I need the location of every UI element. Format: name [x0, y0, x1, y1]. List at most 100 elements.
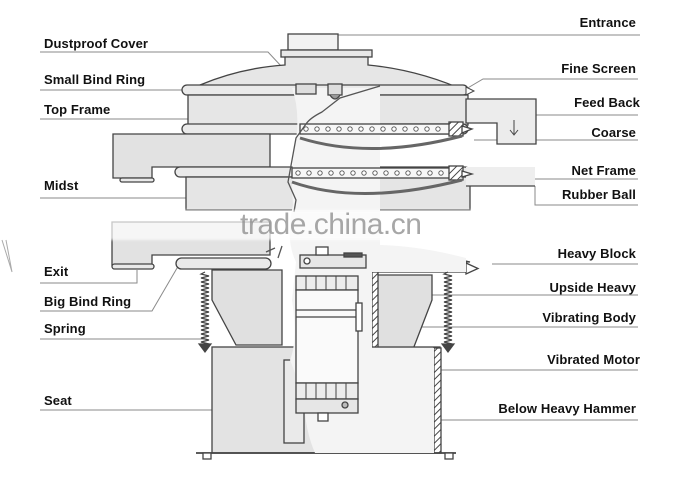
screen-hole: [394, 170, 400, 176]
label-coarse: Coarse: [591, 125, 636, 140]
seat-wall-right: [433, 347, 442, 454]
screen-hole: [427, 170, 433, 176]
screens: [265, 83, 475, 259]
screen-hole: [424, 126, 430, 132]
small-bind-ring-bolt: [295, 83, 317, 95]
screen-hole: [347, 126, 353, 132]
coarse-arrow: [461, 125, 474, 134]
label-net-frame: Net Frame: [571, 163, 636, 178]
heavy-block-arrow: [465, 261, 480, 276]
spring-coil: [199, 271, 210, 345]
label-vibrated-motor: Vibrated Motor: [547, 352, 640, 367]
motor-handle: [355, 302, 363, 332]
small-bind-ring-nut: [327, 83, 343, 96]
label-small-bind-ring: Small Bind Ring: [44, 72, 146, 87]
screen-hole: [314, 126, 320, 132]
leader-big-bind-ring: [40, 262, 181, 312]
edge-mark: [1, 239, 13, 273]
screen-hole: [317, 170, 323, 176]
screen-hole: [361, 170, 367, 176]
label-midst: Midst: [44, 178, 79, 193]
screen-hole: [350, 170, 356, 176]
screen-hole: [303, 126, 309, 132]
screen-hole: [372, 170, 378, 176]
net-frame-clamp: [448, 165, 464, 181]
label-top-frame: Top Frame: [44, 102, 111, 117]
screen-hole: [336, 126, 342, 132]
screen-hole: [416, 170, 422, 176]
big-bind-ring: [175, 257, 272, 270]
exit-outlet-lip: [111, 263, 155, 270]
motor-top-bearing: [295, 275, 359, 291]
feed-back-arrow-icon: [509, 120, 519, 136]
screen-hole: [358, 126, 364, 132]
seat-foot-left: [202, 452, 212, 460]
leader-entrance: [324, 34, 640, 50]
vibrating-body-cone: [211, 269, 283, 346]
screen-hole: [339, 170, 345, 176]
screen-hole: [328, 170, 334, 176]
springs: [197, 271, 456, 353]
screen-hole: [325, 126, 331, 132]
screen-hole: [402, 126, 408, 132]
label-upside-heavy: Upside Heavy: [549, 280, 636, 295]
screen-hole: [383, 170, 389, 176]
screen-hole: [438, 170, 444, 176]
screen-hole: [306, 170, 312, 176]
leader-exit: [40, 270, 138, 284]
screen-hole: [405, 170, 411, 176]
machine-body: [111, 33, 537, 460]
label-rubber-ball: Rubber Ball: [561, 187, 636, 202]
watermark: trade.china.cn: [240, 208, 422, 241]
seat-foot-right: [444, 452, 454, 460]
label-feed-back: Feed Back: [574, 95, 640, 110]
spring-coil: [442, 271, 453, 345]
screen-hole: [380, 126, 386, 132]
fine-screen-clamp: [448, 121, 464, 137]
fine-screen-arrow: [465, 86, 476, 96]
bearing-ticks: [305, 276, 347, 399]
coarse-outlet-left-lip: [119, 177, 155, 183]
below-heavy-hammer-bolt: [341, 401, 349, 409]
motor-body: [295, 289, 359, 384]
watermark-band: [100, 210, 640, 240]
motor-bottom-bearing: [295, 382, 359, 400]
fine-screen-dish: [299, 134, 463, 151]
feed-back-spout: [465, 98, 537, 145]
cutaway-edge: [287, 85, 381, 213]
net-frame: [291, 167, 451, 179]
label-spring: Spring: [44, 321, 86, 336]
spring-foot: [440, 343, 456, 353]
label-big-bind-ring: Big Bind Ring: [44, 294, 132, 309]
below-heavy-hammer: [295, 398, 359, 414]
screen-hole: [435, 126, 441, 132]
screen-holes: [295, 126, 444, 176]
motor-shaft-end: [317, 412, 329, 422]
screen-hole: [369, 126, 375, 132]
entrance-flange: [280, 49, 373, 58]
screen-hole: [391, 126, 397, 132]
leader-rubber-ball: [534, 186, 638, 206]
net-frame-dish: [291, 178, 463, 195]
screen-hole: [295, 170, 301, 176]
leader-dustproof-cover: [40, 51, 283, 68]
label-vibrating-body: Vibrating Body: [542, 310, 636, 325]
label-entrance: Entrance: [579, 15, 636, 30]
screen-hole: [413, 126, 419, 132]
label-below-heavy-hammer: Below Heavy Hammer: [498, 401, 636, 416]
label-exit: Exit: [44, 264, 69, 279]
heavy-block-bolt: [303, 257, 311, 265]
net-frame-spout: [466, 167, 535, 186]
label-fine-screen: Fine Screen: [561, 61, 636, 76]
heavy-block-weight: [343, 252, 363, 258]
spring-foot: [197, 343, 213, 353]
entrance-pipe: [287, 33, 339, 51]
label-dustproof-cover: Dustproof Cover: [44, 36, 149, 51]
heavy-block-knob: [315, 246, 329, 256]
label-heavy-block: Heavy Block: [557, 246, 636, 261]
label-seat: Seat: [44, 393, 72, 408]
net-frame-arrow: [461, 170, 475, 178]
heavy-block-top: [299, 254, 367, 269]
